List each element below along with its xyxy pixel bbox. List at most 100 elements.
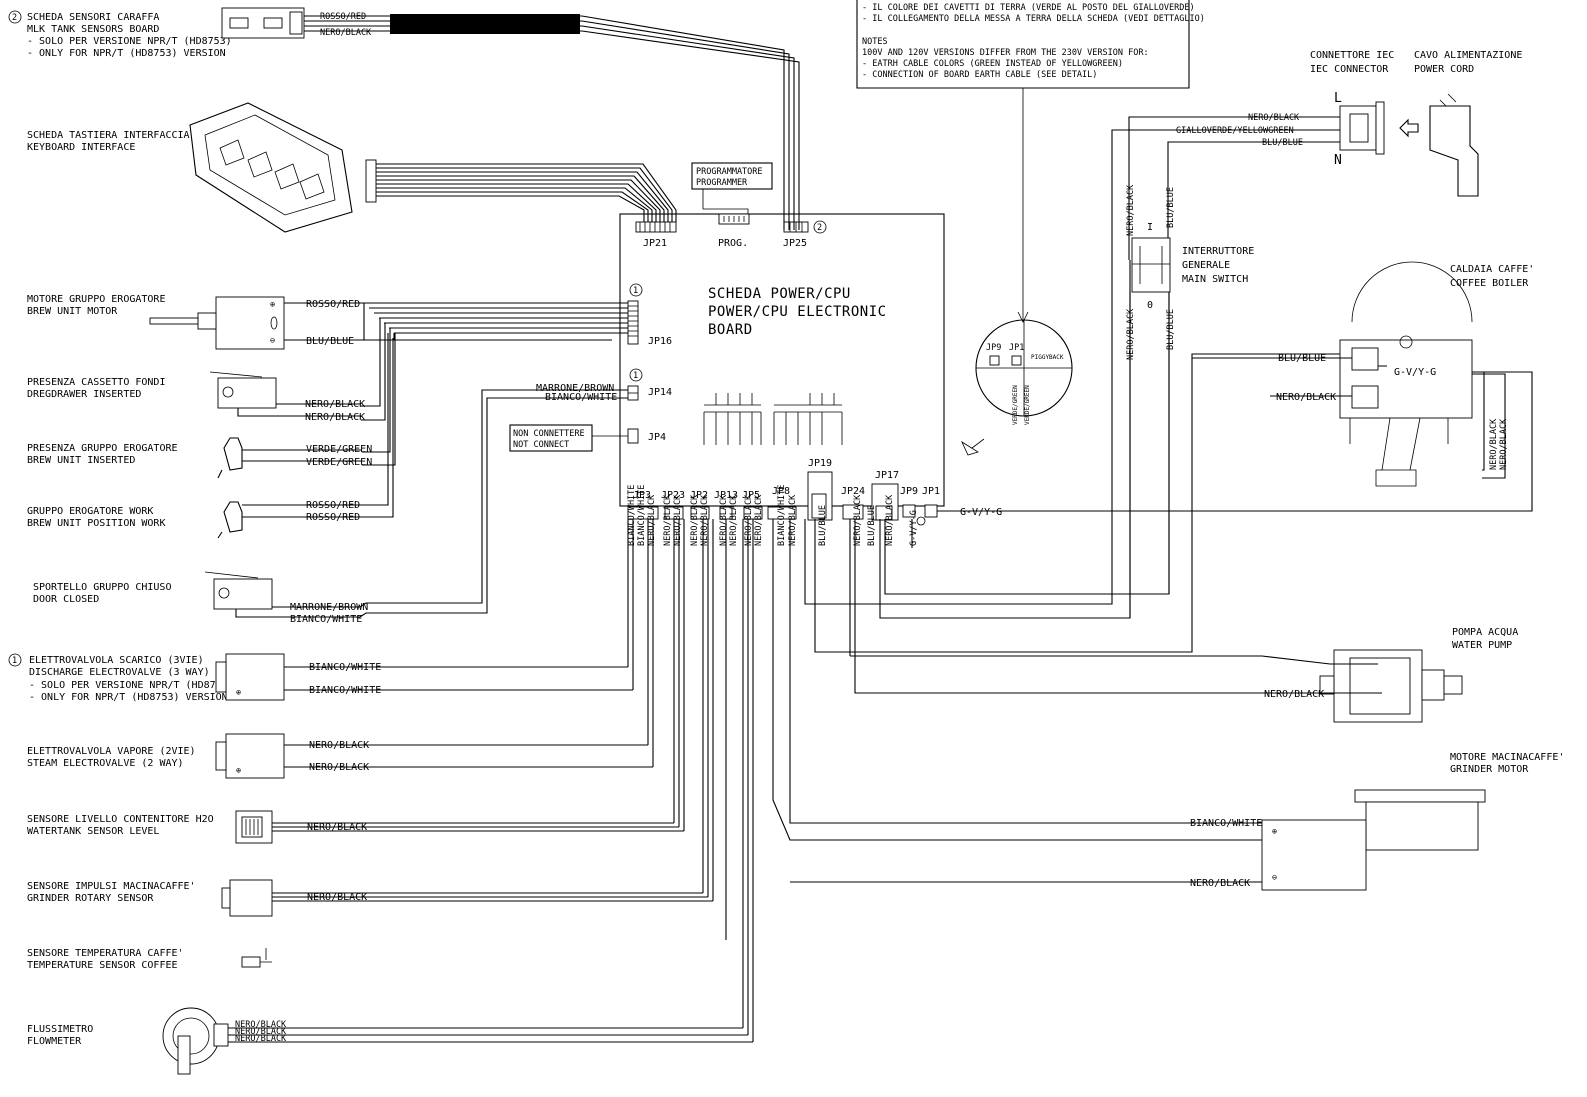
- switch-wire-black: NERO/BLACK: [1126, 184, 1136, 236]
- flow-wire-1: NERO/BLACK: [235, 1020, 287, 1030]
- svg-text:⊕: ⊕: [236, 688, 241, 698]
- jp14-marker: 1: [633, 371, 638, 381]
- milk-sensor-board: 2 SCHEDA SENSORI CARAFFA MLK TANK SENSOR…: [8, 7, 800, 230]
- svg-text:⊕: ⊕: [270, 300, 275, 310]
- jp1-label: JP1: [922, 486, 940, 497]
- jp14-wire-white: BIANCO/WHITE: [545, 392, 617, 403]
- main-switch: I 0 INTERRUTTORE GENERALE MAIN SWITCH NE…: [1126, 222, 1254, 618]
- iec-l1: CONNETTORE IEC: [1310, 50, 1394, 61]
- boiler-wire-earth: G-V/Y-G: [1394, 367, 1436, 378]
- switch-l2: GENERALE: [1182, 260, 1230, 271]
- dreg-wire-2: NERO/BLACK: [305, 412, 365, 423]
- switch-pos-i: I: [1147, 222, 1153, 233]
- jp13-w2: NERO/BLACK: [729, 494, 739, 546]
- jp4-label: JP4: [648, 432, 666, 443]
- boiler-wire-black: NERO/BLACK: [1276, 392, 1336, 403]
- iec-wire-yg: GIALLOVERDE/YELLOWGREEN: [1176, 126, 1294, 136]
- notes-line3: - CONNECTION OF BOARD EARTH CABLE (SEE D…: [862, 70, 1097, 80]
- flow-l1: FLUSSIMETRO: [27, 1024, 93, 1035]
- earth-detail: JP9 JP1 PIGGYBACK VERDE/GREEN VERDE/GREE…: [975, 319, 1073, 425]
- milk-l1: SCHEDA SENSORI CARAFFA: [27, 12, 159, 23]
- jp5-w2: NERO/BLACK: [754, 494, 764, 546]
- switch-wire-blue: BLU/BLUE: [1166, 187, 1176, 228]
- connector-prog: PROG.: [718, 213, 750, 249]
- milk-wire-2: NERO/BLACK: [320, 28, 372, 38]
- iec-l2: IEC CONNECTOR: [1310, 64, 1389, 75]
- door-closed-switch: SPORTELLO GRUPPO CHIUSO DOOR CLOSED MARR…: [33, 571, 368, 625]
- brewmotor-l2: BREW UNIT MOTOR: [27, 306, 118, 317]
- door-l1: SPORTELLO GRUPPO CHIUSO: [33, 582, 171, 593]
- jp9-w1: G-V/Y-G: [909, 510, 919, 546]
- flowmeter: FLUSSIMETRO FLOWMETER NERO/BLACK NERO/BL…: [27, 1007, 753, 1075]
- jp3-w1: BIANCO/WHITE: [627, 485, 637, 546]
- jp23-label: JP23: [661, 490, 685, 501]
- cord-l2: POWER CORD: [1414, 64, 1474, 75]
- door-l2: DOOR CLOSED: [33, 594, 99, 605]
- jp24-w1: NERO/BLACK: [853, 494, 863, 546]
- jp17-w1: NERO/BLACK: [885, 494, 895, 546]
- bottom-bus-wires: [627, 129, 1533, 1042]
- bottom-connectors: JP3 JP23 JP2 JP13 JP5 JP8 JP19 JP24 JP17…: [627, 458, 940, 526]
- svg-text:⊕: ⊕: [1272, 827, 1277, 837]
- jp16-marker: 1: [633, 286, 638, 296]
- board-title-en1: POWER/CPU ELECTRONIC: [708, 304, 887, 320]
- detail-piggyback: PIGGYBACK: [1031, 354, 1064, 361]
- heatsink-left: [703, 393, 762, 445]
- jp8-label: JP8: [772, 486, 790, 497]
- connector-jp16: 1 JP16: [627, 283, 672, 347]
- milk-cable-sleeve: [390, 14, 580, 34]
- jp24-label: JP24: [841, 486, 865, 497]
- discharge-l4: - ONLY FOR NPR/T (HD8753) VERSION: [29, 692, 228, 703]
- board-title-en2: BOARD: [708, 322, 753, 338]
- iec-pin-l: L: [1334, 91, 1342, 106]
- brewins-l2: BREW UNIT INSERTED: [27, 455, 135, 466]
- brewwork-wire-1: ROSSO/RED: [306, 500, 360, 511]
- brew-inserted-switch: PRESENZA GRUPPO EROGATORE BREW UNIT INSE…: [27, 437, 372, 479]
- jp3-w2: BIANCO/WHITE: [637, 485, 647, 546]
- dreg-l1: PRESENZA CASSETTO FONDI: [27, 377, 165, 388]
- boiler-l1: CALDAIA CAFFE': [1450, 264, 1534, 275]
- milk-l3: - SOLO PER VERSIONE NPR/T (HD8753): [27, 36, 232, 47]
- boiler-wire-blue: BLU/BLUE: [1278, 353, 1326, 364]
- boiler-wire-black-2: NERO/BLACK: [1489, 418, 1499, 470]
- watertank-l1: SENSORE LIVELLO CONTENITORE H2O: [27, 814, 214, 825]
- discharge-electrovalve: 1 ELETTROVALVOLA SCARICO (3VIE) DISCHARG…: [8, 653, 633, 703]
- steam-l2: STEAM ELECTROVALVE (2 WAY): [27, 758, 184, 769]
- programmer-l2: PROGRAMMER: [696, 178, 748, 188]
- discharge-wire-2: BIANCO/WHITE: [309, 685, 381, 696]
- jp14-wires: MARRONE/BROWN BIANCO/WHITE: [359, 383, 628, 618]
- svg-text:⊖: ⊖: [1272, 873, 1277, 883]
- discharge-wire-1: BIANCO/WHITE: [309, 662, 381, 673]
- jp19-label: JP19: [808, 458, 832, 469]
- notes-title: NOTES: [862, 37, 888, 47]
- brewmotor-wire-blue: BLU/BLUE: [306, 336, 354, 347]
- milk-l4: - ONLY FOR NPR/T (HD8753) VERSION: [27, 48, 226, 59]
- kb-l1: SCHEDA TASTIERA INTERFACCIA: [27, 130, 190, 141]
- switch-l3: MAIN SWITCH: [1182, 274, 1248, 285]
- jp9-label: JP9: [900, 486, 918, 497]
- jp2-w1: NERO/BLACK: [690, 494, 700, 546]
- connector-jp25: JP25 2: [783, 220, 827, 249]
- connector-jp4: JP4: [627, 428, 666, 444]
- brewins-wire-1: VERDE/GREEN: [306, 444, 372, 455]
- jp2-w2: NERO/BLACK: [700, 494, 710, 546]
- jp19-w1: BLU/BLUE: [818, 505, 828, 546]
- temperature-sensor: SENSORE TEMPERATURA CAFFE' TEMPERATURE S…: [27, 948, 272, 971]
- iec-wire-blue: BLU/BLUE: [1262, 138, 1303, 148]
- grmotor-l2: GRINDER MOTOR: [1450, 764, 1529, 775]
- grsensor-wire: NERO/BLACK: [307, 892, 367, 903]
- notes-line1: 100V AND 120V VERSIONS DIFFER FROM THE 2…: [862, 48, 1149, 58]
- brewwork-wire-2: ROSSO/RED: [306, 512, 360, 523]
- brew-unit-motor: MOTORE GRUPPO EROGATORE BREW UNIT MOTOR …: [27, 294, 612, 350]
- programmer-l1: PROGRAMMATORE: [696, 167, 763, 177]
- kb-l2: KEYBOARD INTERFACE: [27, 142, 135, 153]
- pump-l1: POMPA ACQUA: [1452, 627, 1518, 638]
- discharge-l3: - SOLO PER VERSIONE NPR/T (HD8753): [29, 680, 234, 691]
- grmotor-wire-white: BIANCO/WHITE: [1190, 818, 1262, 829]
- temp-l1: SENSORE TEMPERATURA CAFFE': [27, 948, 184, 959]
- programmer-box: PROGRAMMATORE PROGRAMMER: [691, 162, 773, 214]
- watertank-wire: NERO/BLACK: [307, 822, 367, 833]
- detail-wire1: VERDE/GREEN: [1012, 385, 1019, 425]
- temp-l2: TEMPERATURE SENSOR COFFEE: [27, 960, 178, 971]
